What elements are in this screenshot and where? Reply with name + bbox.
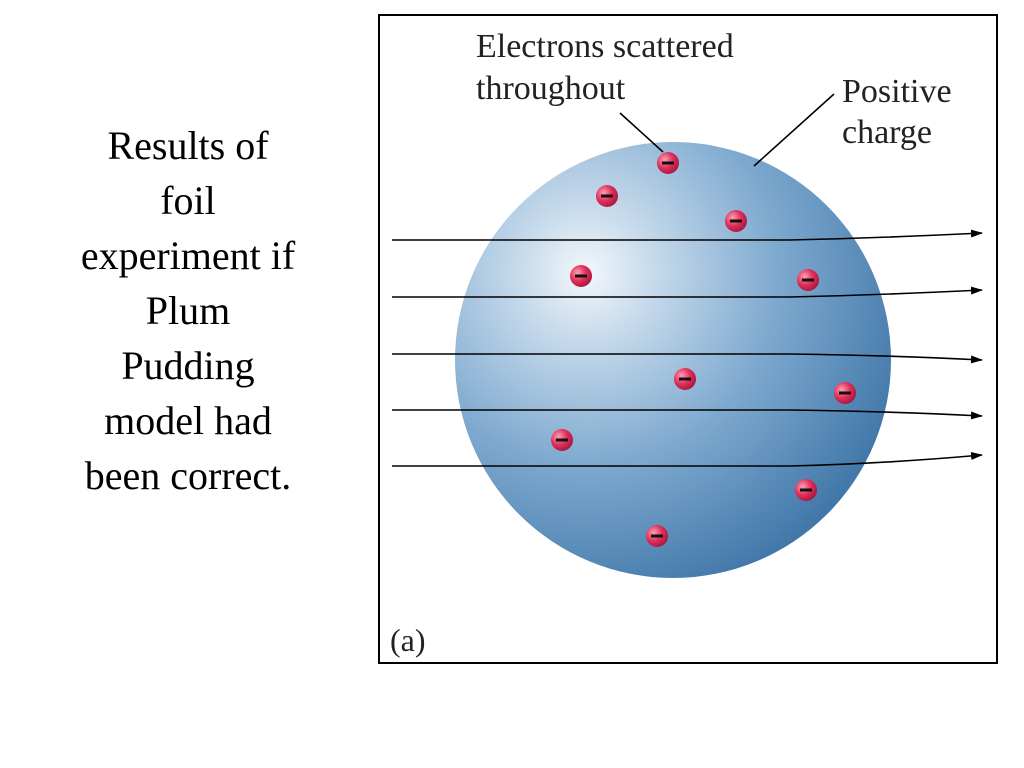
electrons-label-line1: Electrons scattered	[476, 28, 734, 65]
electrons-label-line2: throughout	[476, 70, 626, 107]
positive-charge-sphere	[455, 142, 891, 578]
electron	[797, 269, 819, 291]
particle-path	[392, 353, 983, 364]
caption-line: Plum	[145, 288, 231, 333]
caption-text: Results of foil experiment if Plum Puddi…	[40, 118, 336, 503]
particle-path	[392, 286, 983, 298]
particle-path	[392, 409, 983, 420]
positive-charge-label-line1: Positive	[842, 73, 952, 110]
caption-line: Pudding	[121, 343, 255, 388]
electron	[570, 265, 592, 287]
electrons-leader-line	[619, 112, 664, 153]
electron	[596, 185, 618, 207]
alpha-particle-paths	[392, 229, 983, 467]
electron	[674, 368, 696, 390]
electron	[646, 525, 668, 547]
electron	[795, 479, 817, 501]
caption-line: model had	[104, 398, 272, 443]
electron	[551, 429, 573, 451]
particle-path	[392, 451, 983, 467]
electron	[834, 382, 856, 404]
panel-label: (a)	[390, 622, 426, 658]
electron	[725, 210, 747, 232]
caption-line: experiment if	[80, 233, 296, 278]
electrons	[551, 152, 856, 547]
positive-charge-label-line2: charge	[842, 114, 932, 151]
positive-charge-leader-line	[753, 93, 835, 167]
electron	[657, 152, 679, 174]
caption-line: foil	[160, 178, 216, 223]
particle-path	[392, 229, 983, 241]
caption-line: been correct.	[84, 453, 292, 498]
caption-line: Results of	[107, 123, 269, 168]
